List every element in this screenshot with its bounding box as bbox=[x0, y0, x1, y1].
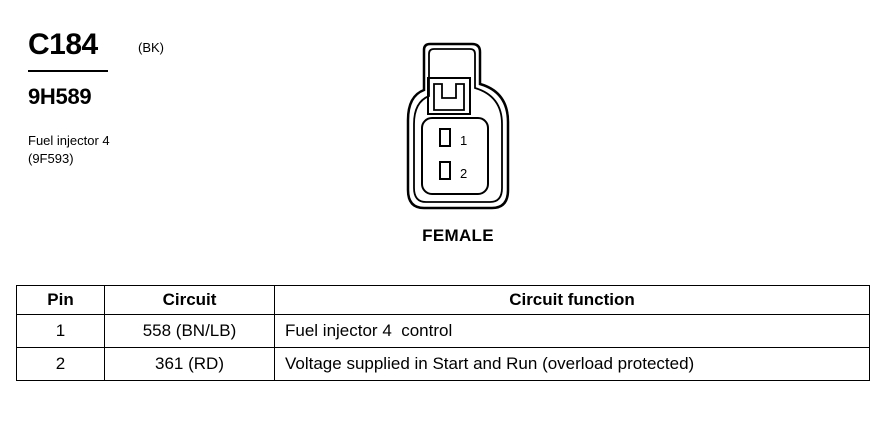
connector-outer-shell bbox=[406, 42, 510, 210]
pinout-table: Pin Circuit Circuit function 1 558 (BN/L… bbox=[16, 285, 870, 381]
row-circuit: 558 (BN/LB) bbox=[104, 314, 275, 348]
connector-id: C184 bbox=[28, 28, 98, 61]
header-function: Circuit function bbox=[274, 285, 870, 315]
pin-2-terminal bbox=[439, 161, 451, 180]
locking-tab bbox=[427, 77, 471, 115]
connector-inner-shell bbox=[413, 48, 503, 203]
header-pin: Pin bbox=[16, 285, 105, 315]
connector-face-diagram: 1 2 bbox=[406, 42, 510, 210]
header-circuit: Circuit bbox=[104, 285, 275, 315]
description-line-2: (9F593) bbox=[28, 151, 74, 166]
pin-1-terminal bbox=[439, 128, 451, 147]
table-header-row: Pin Circuit Circuit function bbox=[16, 285, 870, 315]
connector-gender-label: FEMALE bbox=[422, 226, 494, 245]
connector-header: C184 (BK) 9H589 Fuel injector 4 (9F593) bbox=[28, 28, 288, 166]
pin-1-label: 1 bbox=[460, 133, 467, 148]
description-line-1: Fuel injector 4 bbox=[28, 133, 110, 148]
part-number: 9H589 bbox=[28, 84, 92, 109]
row-function: Fuel injector 4 control bbox=[274, 314, 870, 348]
header-divider bbox=[28, 70, 108, 72]
connector-color: (BK) bbox=[138, 40, 164, 55]
locking-tab-latch bbox=[433, 83, 465, 111]
row-pin: 1 bbox=[16, 314, 105, 348]
table-row: 1 558 (BN/LB) Fuel injector 4 control bbox=[16, 314, 870, 348]
row-circuit: 361 (RD) bbox=[104, 347, 275, 381]
connector-description: Fuel injector 4 (9F593) bbox=[28, 132, 110, 168]
table-row: 2 361 (RD) Voltage supplied in Start and… bbox=[16, 347, 870, 381]
row-pin: 2 bbox=[16, 347, 105, 381]
pin-2-label: 2 bbox=[460, 166, 467, 181]
row-function: Voltage supplied in Start and Run (overl… bbox=[274, 347, 870, 381]
terminal-cavity-body bbox=[421, 117, 489, 195]
